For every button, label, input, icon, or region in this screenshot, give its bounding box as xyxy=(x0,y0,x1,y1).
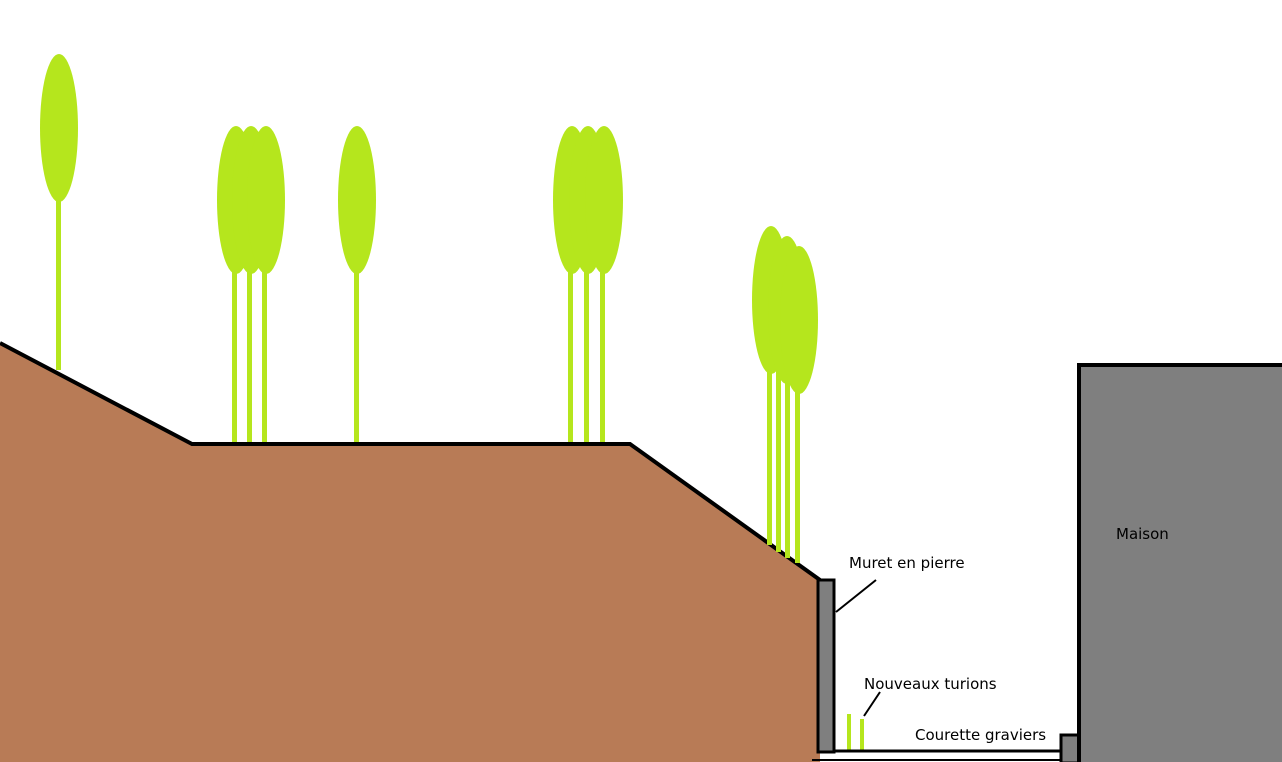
ground-line xyxy=(0,341,822,582)
soil-slope xyxy=(0,343,820,762)
asparagus-plant-group xyxy=(752,226,818,563)
asparagus-plant xyxy=(40,54,78,370)
new-shoots xyxy=(847,714,864,750)
shoots-pointer xyxy=(863,691,881,717)
asparagus-plant-group xyxy=(553,126,623,442)
wall-label: Muret en pierre xyxy=(849,554,965,572)
house xyxy=(1077,363,1282,762)
asparagus-plant-group xyxy=(217,126,285,442)
house-footing xyxy=(1059,733,1081,762)
shoots-label: Nouveaux turions xyxy=(864,675,997,693)
wall-pointer xyxy=(835,579,877,613)
asparagus-plant xyxy=(338,126,376,442)
courtyard-label: Courette graviers xyxy=(915,726,1047,744)
stone-wall xyxy=(816,578,836,754)
house-label: Maison xyxy=(1116,525,1169,543)
